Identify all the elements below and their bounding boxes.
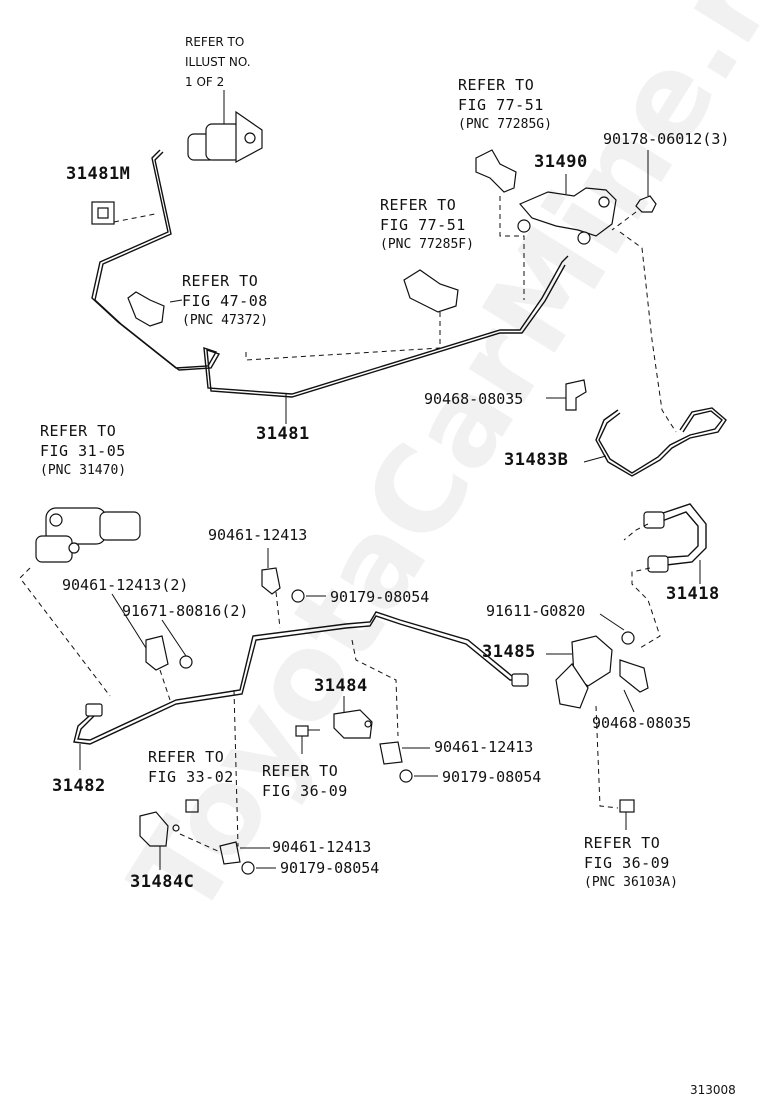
pipe-31481 [91,149,569,395]
refer-33-02-line2: FIG 33-02 [148,768,234,786]
refer-36-09-b-line2: FIG 36-09 [584,854,670,872]
refer-31-05-line2: FIG 31-05 [40,442,126,460]
refer-36-09-a-line2: FIG 36-09 [262,782,348,800]
part-90468-top: 90468-08035 [424,390,524,408]
part-31481: 31481 [256,424,310,444]
part-90179-upper: 90179-08054 [330,588,430,606]
part-90461-2: 90461-12413(2) [62,576,189,594]
clip-31481M [91,201,156,225]
clutch-master-part [187,90,263,164]
refer-illust-line1: REFER TO [185,35,245,49]
part-90178: 90178-06012(3) [603,130,730,148]
clip-31484C [139,689,239,870]
part-31481M: 31481M [66,164,131,184]
refer-77-51F-line2: FIG 77-51 [380,216,466,234]
clip-90468-top [546,379,587,411]
part-31483B: 31483B [504,450,569,470]
refer-77-51G-line3: (PNC 77285G) [458,117,552,132]
refer-47-08-line3: (PNC 47372) [182,313,269,328]
part-90179-lower: 90179-08054 [280,859,380,877]
pipe-31483B [595,407,727,477]
part-90461-lower: 90461-12413 [272,838,372,856]
figure-code: 313008 [690,1083,736,1097]
refer-47-08-line2: FIG 47-08 [182,292,268,310]
part-31490: 31490 [534,152,588,172]
bolt-36-09 [619,799,635,830]
refer-77-51F-line3: (PNC 77285F) [380,237,474,252]
refer-36-09-b-line1: REFER TO [584,834,661,852]
part-90461-upper: 90461-12413 [208,526,308,544]
clip-90461-2 [111,593,193,701]
part-31484C: 31484C [130,872,195,892]
clamp-47-08 [127,291,183,327]
clutch-release-cylinder [19,507,141,697]
bolt-31484 [295,725,320,754]
part-91611: 91611-G0820 [486,602,586,620]
refer-47-08-line1: REFER TO [182,272,259,290]
refer-36-09-a-line1: REFER TO [262,762,339,780]
bracket-77-51F [245,269,459,361]
clamp-31484 [333,639,399,739]
refer-77-51G-line1: REFER TO [458,76,535,94]
part-31418: 31418 [666,584,720,604]
refer-31-05-line3: (PNC 31470) [40,463,127,478]
hose-31418 [623,503,707,649]
clip-90461-upper [261,548,326,629]
refer-77-51F-line1: REFER TO [380,196,457,214]
nut-90178 [611,150,657,231]
pipe-31482 [73,615,520,745]
bracket-31485 [546,613,649,809]
refer-33-02-line1: REFER TO [148,748,225,766]
bracket-31490 [517,174,617,245]
refer-illust-line2: ILLUST NO. [185,55,251,69]
part-90468-bottom: 90468-08035 [592,714,692,732]
refer-36-09-b-line3: (PNC 36103A) [584,875,678,890]
part-31482: 31482 [52,776,106,796]
part-31485: 31485 [482,642,536,662]
part-90179-mid: 90179-08054 [442,768,542,786]
refer-77-51G-line2: FIG 77-51 [458,96,544,114]
bracket-77-51G [475,149,525,300]
clip-90461-mid [379,741,438,783]
refer-illust-line3: 1 OF 2 [185,75,225,89]
part-91671: 91671-80816(2) [122,602,249,620]
clip-90461-lower [219,841,276,875]
part-31484: 31484 [314,676,368,696]
refer-31-05-line1: REFER TO [40,422,117,440]
part-90461-mid: 90461-12413 [434,738,534,756]
